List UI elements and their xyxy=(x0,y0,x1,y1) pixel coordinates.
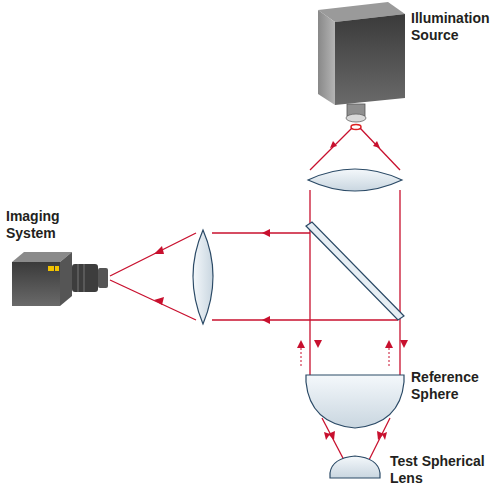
test-spherical-lens xyxy=(330,456,380,478)
return-rays xyxy=(301,348,389,368)
imaging-lens xyxy=(193,230,213,324)
illumination-source xyxy=(318,2,405,130)
beam-splitter xyxy=(306,222,404,320)
ray-arrowheads xyxy=(154,141,408,440)
reference-sphere xyxy=(306,375,404,428)
imaging-label: Imaging System xyxy=(6,208,78,242)
collimating-lens xyxy=(308,169,402,191)
test-lens-label: Test Spherical Lens xyxy=(390,453,490,487)
reference-label: Reference Sphere xyxy=(411,369,489,403)
imaging-camera xyxy=(12,252,108,306)
source-label: Illumination Source xyxy=(411,10,491,44)
